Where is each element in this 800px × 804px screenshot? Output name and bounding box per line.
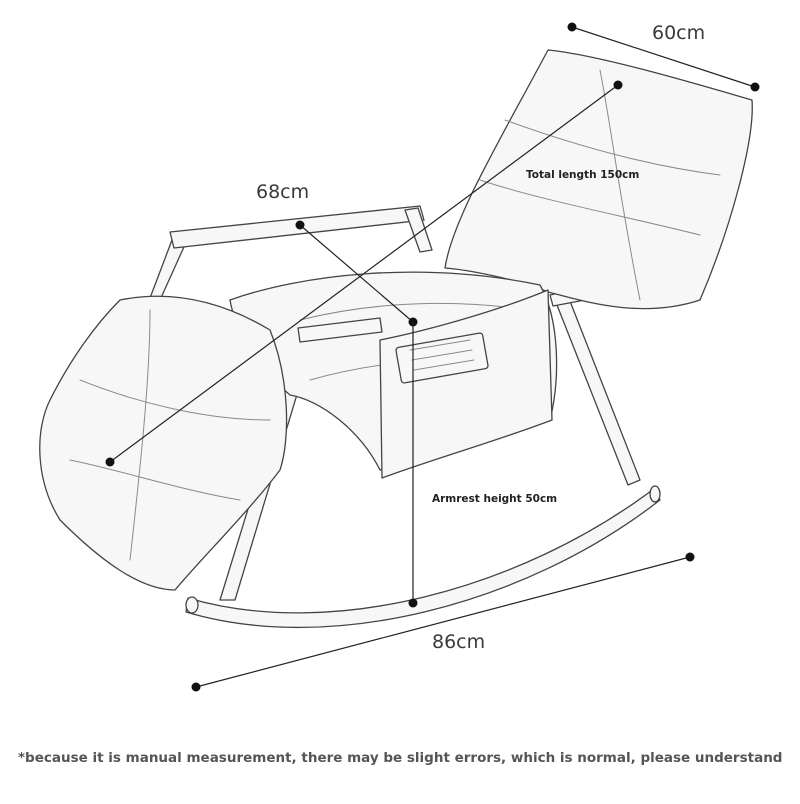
- rear-leg: [554, 295, 641, 486]
- armrest-dot-start: [295, 220, 305, 230]
- rocker-back-cap: [649, 485, 661, 503]
- armrest-length-label: 68cm: [256, 181, 310, 203]
- rocker-runner: [185, 487, 661, 628]
- base-length-label: 86cm: [432, 631, 486, 653]
- armrest-length-line: [299, 224, 414, 323]
- measurement-disclaimer: *because it is manual measurement, there…: [18, 750, 783, 766]
- remote-control: [395, 332, 489, 384]
- back-armrest-post: [404, 207, 433, 253]
- width-dot-end: [750, 82, 760, 92]
- total-length-dot-start: [613, 80, 623, 90]
- width-dimension-line: [571, 26, 756, 88]
- armrest-height-label: Armrest height 50cm: [432, 493, 558, 505]
- total-length-line: [109, 84, 619, 463]
- base-dot-start: [191, 682, 201, 692]
- rocker-front-cap: [185, 596, 199, 614]
- base-length-line: [195, 556, 691, 688]
- total-length-dot-end: [105, 457, 115, 467]
- front-armrest: [297, 317, 383, 343]
- side-pocket: [379, 289, 553, 479]
- footrest-cushion: [39, 295, 288, 591]
- total-length-label: Total length 150cm: [526, 169, 640, 181]
- base-dot-end: [685, 552, 695, 562]
- width-label: 60cm: [652, 22, 706, 44]
- backrest-cushion: [444, 49, 753, 310]
- width-dot-start: [567, 22, 577, 32]
- armrest-height-dot-end: [408, 598, 418, 608]
